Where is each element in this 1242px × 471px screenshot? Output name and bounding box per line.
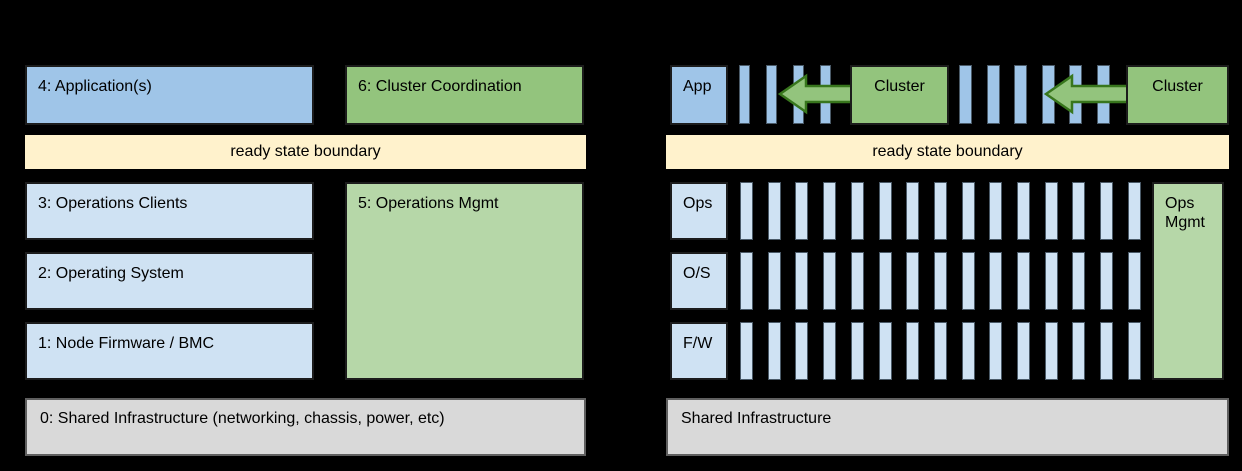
shared-infrastructure-box-right: Shared Infrastructure	[666, 398, 1229, 456]
layer-1-node-firmware-box: 1: Node Firmware / BMC	[25, 322, 314, 380]
node-stripe	[795, 252, 808, 310]
ops-mgmt-label-line1: Ops	[1165, 195, 1195, 212]
node-stripe	[739, 65, 750, 124]
node-stripe	[768, 252, 781, 310]
os-row-label-box: O/S	[670, 252, 728, 310]
node-stripe	[1045, 252, 1058, 310]
node-stripe	[1100, 252, 1113, 310]
node-stripe	[879, 252, 892, 310]
ops-mgmt-label-line2: Mgmt	[1165, 214, 1205, 231]
ops-row-label-box: Ops	[670, 182, 728, 240]
ready-state-boundary-right: ready state boundary	[666, 135, 1229, 169]
layer-2-operating-system-box: 2: Operating System	[25, 252, 314, 310]
node-stripe	[795, 182, 808, 240]
node-stripe	[1045, 322, 1058, 380]
node-stripe	[1100, 182, 1113, 240]
node-stripe	[768, 182, 781, 240]
node-stripe	[1072, 322, 1085, 380]
node-stripe	[823, 252, 836, 310]
node-stripe	[1128, 252, 1141, 310]
node-stripe	[823, 182, 836, 240]
node-stripe	[879, 322, 892, 380]
ready-state-boundary-left: ready state boundary	[25, 135, 586, 169]
node-stripe	[989, 252, 1002, 310]
node-stripe	[1072, 252, 1085, 310]
node-stripe	[959, 65, 972, 124]
node-stripe	[962, 182, 975, 240]
layer-6-cluster-coordination-box: 6: Cluster Coordination	[345, 65, 584, 125]
fw-row-label-box: F/W	[670, 322, 728, 380]
node-stripe	[1128, 182, 1141, 240]
node-stripe	[1128, 322, 1141, 380]
node-stripe	[987, 65, 1000, 124]
layer-3-operations-clients-box: 3: Operations Clients	[25, 182, 314, 240]
left-arrow-icon	[777, 73, 854, 115]
node-stripe	[1045, 182, 1058, 240]
node-stripe	[740, 252, 753, 310]
node-stripe	[934, 252, 947, 310]
node-stripe	[906, 182, 919, 240]
node-stripe	[1017, 322, 1030, 380]
layer-5-operations-mgmt-box: 5: Operations Mgmt	[345, 182, 584, 380]
node-stripe	[851, 252, 864, 310]
node-stripe	[989, 322, 1002, 380]
node-stripe	[906, 322, 919, 380]
node-stripe	[740, 182, 753, 240]
cluster-box-2: Cluster	[1126, 65, 1229, 125]
left-arrow-icon	[1043, 73, 1130, 115]
app-box: App	[670, 65, 728, 125]
node-stripe	[962, 322, 975, 380]
node-stripe	[1017, 182, 1030, 240]
node-stripe	[906, 252, 919, 310]
node-stripe	[1072, 182, 1085, 240]
node-stripe	[823, 322, 836, 380]
node-stripe	[1100, 322, 1113, 380]
layer-4-applications-box: 4: Application(s)	[25, 65, 314, 125]
node-stripe	[851, 182, 864, 240]
ops-mgmt-box: Ops Mgmt	[1152, 182, 1224, 380]
node-stripe	[934, 182, 947, 240]
node-stripe	[768, 322, 781, 380]
node-stripe	[851, 322, 864, 380]
node-stripe	[740, 322, 753, 380]
node-stripe	[962, 252, 975, 310]
layer-0-shared-infrastructure-box: 0: Shared Infrastructure (networking, ch…	[25, 398, 586, 456]
node-stripe	[989, 182, 1002, 240]
node-stripe	[934, 322, 947, 380]
node-stripe	[879, 182, 892, 240]
node-stripe	[1014, 65, 1027, 124]
cluster-box-1: Cluster	[850, 65, 949, 125]
node-stripe	[766, 65, 777, 124]
node-stripe	[795, 322, 808, 380]
node-stripe	[1017, 252, 1030, 310]
